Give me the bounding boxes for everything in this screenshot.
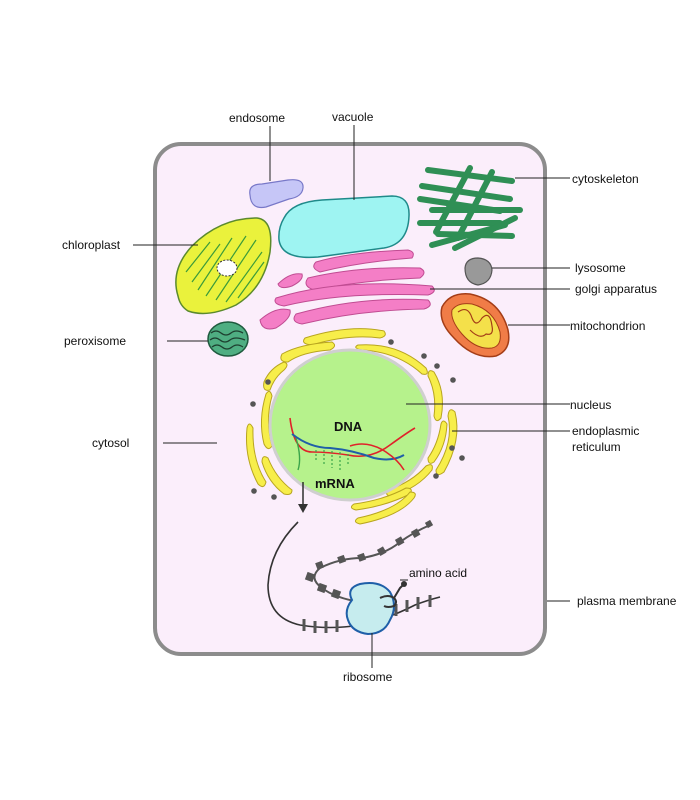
- golgi-label: golgi apparatus: [575, 282, 657, 296]
- mrna-label: mRNA: [315, 476, 355, 491]
- er-label-line2: reticulum: [572, 440, 621, 454]
- amino-acid-label: amino acid: [409, 566, 467, 580]
- er-label-line1: endoplasmic: [572, 424, 639, 438]
- lysosome-shape: [464, 257, 493, 286]
- er-shape: [246, 328, 458, 525]
- leader-lines: [133, 125, 570, 668]
- peroxisome-label: peroxisome: [64, 334, 126, 348]
- lysosome-label: lysosome: [575, 261, 626, 275]
- chloroplast-shape: [175, 217, 272, 315]
- ribosome-label: ribosome: [343, 670, 393, 684]
- mrna-export-arrow: [298, 482, 308, 513]
- nucleus-label: nucleus: [570, 398, 611, 412]
- vacuole-label: vacuole: [332, 110, 374, 124]
- nucleus-shape: [268, 348, 432, 502]
- cytoskeleton-shape: [417, 165, 523, 251]
- endosome-label: endosome: [229, 111, 285, 125]
- peroxisome-shape: [207, 321, 249, 357]
- er-ribosome-dots: [250, 339, 465, 500]
- mrna-codon-ticks: [302, 595, 432, 633]
- dna-helix: [289, 417, 416, 471]
- vacuole-shape: [278, 195, 410, 259]
- endosome-shape: [249, 179, 304, 209]
- dna-label: DNA: [334, 419, 363, 434]
- mitochondrion-label: mitochondrion: [570, 319, 645, 333]
- cytoskeleton-label: cytoskeleton: [572, 172, 639, 186]
- cytosol-label: cytosol: [92, 436, 129, 450]
- golgi-shape: [259, 249, 435, 330]
- plasma-membrane-label: plasma membrane: [577, 594, 677, 608]
- polypeptide-beads: [304, 519, 434, 600]
- mitochondrion-shape: [440, 293, 510, 358]
- amino-acid-residue: [401, 581, 407, 587]
- chloroplast-label: chloroplast: [62, 238, 121, 252]
- ribosome-shape: [345, 582, 395, 636]
